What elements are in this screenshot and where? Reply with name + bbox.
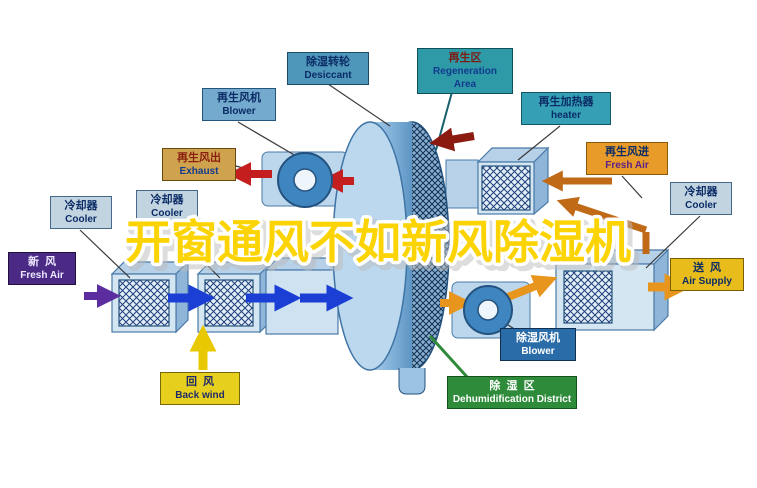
cooler-block-left-outer xyxy=(118,279,170,327)
label-regen-blower: 再生风机 Blower xyxy=(202,88,276,122)
regen-hot-air-arrow xyxy=(429,127,475,152)
label-desiccant-zh: 除湿转轮 xyxy=(306,56,350,68)
label-cooler-left-outer-en: Cooler xyxy=(65,214,97,226)
regen-heater-block xyxy=(476,146,550,216)
cooler-block-left-inner xyxy=(204,279,254,327)
label-regeneration-area-en: Regeneration Area xyxy=(433,66,497,91)
label-desiccant-en: Desiccant xyxy=(304,70,352,82)
wheel-mount xyxy=(398,368,426,395)
label-regen-fresh-air: 再生风进 Fresh Air xyxy=(586,142,668,176)
label-back-wind-en: Back wind xyxy=(175,390,225,402)
label-dehumid-blower-en: Blower xyxy=(521,346,555,358)
label-dehumid-district-en: Dehumidification District xyxy=(452,394,572,406)
regen-inlet-arrow-2 xyxy=(556,196,648,234)
flow-arrows xyxy=(84,127,692,370)
label-cooler-left-outer: 冷却器 Cooler xyxy=(50,196,112,230)
label-back-wind-zh: 回 风 xyxy=(185,376,215,388)
label-exhaust-en: Exhaust xyxy=(179,166,219,178)
cooler-block-right xyxy=(563,270,613,324)
label-fresh-air-in: 新 风 Fresh Air xyxy=(8,252,76,286)
label-exhaust: 再生风出 Exhaust xyxy=(162,148,236,182)
regen-blower-fan xyxy=(277,152,333,208)
district-pointer xyxy=(428,334,470,380)
label-fresh-air-in-zh: 新 风 xyxy=(27,256,57,268)
label-regen-fresh-air-zh: 再生风进 xyxy=(605,146,649,158)
label-regen-fresh-air-en: Fresh Air xyxy=(605,160,649,172)
label-cooler-left-inner: 冷却器 Cooler xyxy=(136,190,198,224)
label-cooler-left-outer-zh: 冷却器 xyxy=(64,200,98,212)
label-cooler-right-en: Cooler xyxy=(685,200,717,212)
label-dehumid-blower: 除湿风机 Blower xyxy=(500,328,576,362)
label-cooler-right: 冷却器 Cooler xyxy=(670,182,732,216)
dehumid-blower-fan xyxy=(463,285,513,335)
supply-arrow-2 xyxy=(506,275,558,301)
label-regen-heater-zh: 再生加热器 xyxy=(538,96,594,108)
label-desiccant: 除湿转轮 Desiccant xyxy=(287,52,369,86)
label-exhaust-zh: 再生风出 xyxy=(177,152,221,164)
label-air-supply: 送 风 Air Supply xyxy=(670,258,744,292)
label-dehumid-district-zh: 除 湿 区 xyxy=(489,380,535,392)
label-cooler-left-inner-zh: 冷却器 xyxy=(150,194,184,206)
regen-duct-connector xyxy=(445,159,479,209)
label-cooler-right-zh: 冷却器 xyxy=(684,186,718,198)
label-cooler-left-inner-en: Cooler xyxy=(151,208,183,220)
label-regeneration-area: 再生区 Regeneration Area xyxy=(417,48,513,95)
label-air-supply-zh: 送 风 xyxy=(692,262,722,274)
label-regeneration-area-zh: 再生区 xyxy=(448,52,482,64)
label-regen-blower-en: Blower xyxy=(222,106,256,118)
label-regen-blower-zh: 再生风机 xyxy=(217,92,261,104)
label-regen-heater: 再生加热器 heater xyxy=(521,92,611,126)
label-fresh-air-in-en: Fresh Air xyxy=(20,270,64,282)
label-dehumid-district: 除 湿 区 Dehumidification District xyxy=(447,376,577,410)
label-air-supply-en: Air Supply xyxy=(681,276,732,288)
label-back-wind: 回 风 Back wind xyxy=(160,372,240,406)
label-dehumid-blower-zh: 除湿风机 xyxy=(516,332,560,344)
process-duct-left xyxy=(110,257,352,335)
desiccant-wheel xyxy=(332,121,450,371)
label-regen-heater-en: heater xyxy=(550,110,581,122)
